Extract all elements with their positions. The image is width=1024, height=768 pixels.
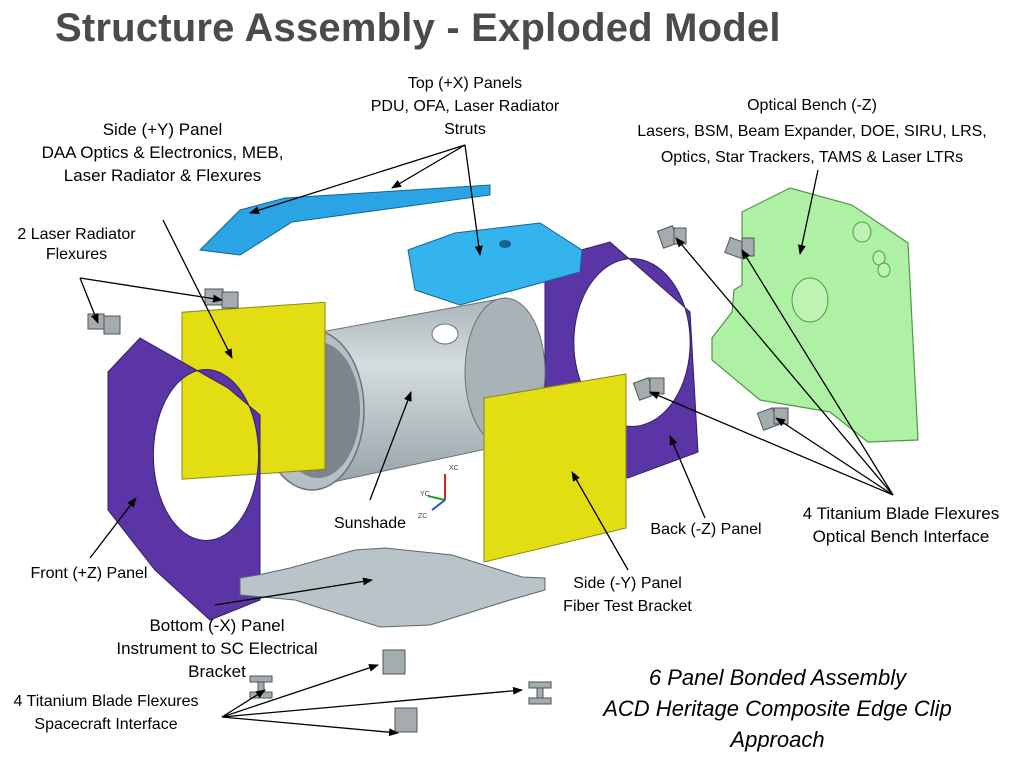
leader-lines	[79, 144, 894, 737]
flexure-sc-4	[528, 681, 552, 705]
label-sunshade: Sunshade	[333, 515, 407, 532]
side-minus-y-panel	[483, 373, 627, 563]
flexure-ob-4	[756, 407, 789, 431]
label-front-panel: Front (+Z) Panel	[30, 565, 148, 582]
coordinate-axes: XC YC ZC	[418, 465, 459, 520]
front-panel	[107, 337, 261, 621]
axis-label-zc: ZC	[418, 513, 427, 520]
bottom-panel	[239, 547, 546, 628]
axis-label-xc: XC	[449, 465, 459, 472]
flexure-ob-2	[724, 236, 755, 260]
label-optical-bench: Optical Bench (-Z)Lasers, BSM, Beam Expa…	[637, 97, 987, 166]
label-back-panel: Back (-Z) Panel	[650, 521, 762, 538]
top-panels	[198, 184, 583, 306]
flexure-ob-3	[632, 377, 665, 401]
axis-label-yc: YC	[420, 491, 430, 498]
side-plus-y-panel	[181, 301, 326, 480]
flexure-sc-1	[382, 649, 406, 675]
flexure-sc-3	[394, 707, 418, 733]
page-title: Structure Assembly - Exploded Model	[55, 6, 781, 50]
optical-bench	[711, 187, 919, 443]
flexure-laser-radiator-2	[87, 313, 121, 335]
